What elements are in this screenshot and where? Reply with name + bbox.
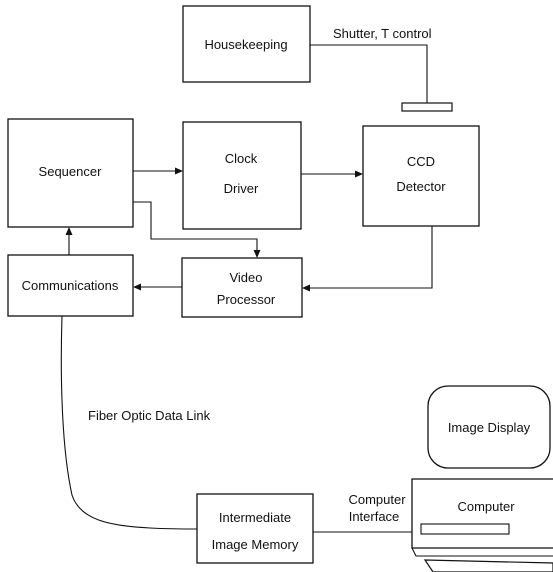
keyboard <box>423 559 553 572</box>
fiber-link-label: Fiber Optic Data Link <box>88 408 211 423</box>
arrow-sequencer-to-clock <box>133 167 183 175</box>
shutter-element <box>401 102 453 112</box>
computer-interface-label-line2: Interface <box>349 509 400 524</box>
intermediate-memory-label-line1: Intermediate <box>219 510 291 525</box>
ccd-detector-block: CCD Detector <box>362 125 480 227</box>
shutter-control-label: Shutter, T control <box>333 26 432 41</box>
fiber-optic-cable <box>60 315 198 530</box>
ccd-detector-box <box>362 125 480 227</box>
computer-unit: Computer <box>411 478 553 572</box>
clock-driver-block: Clock Driver <box>182 121 302 230</box>
clock-driver-box <box>182 121 302 230</box>
image-display-label: Image Display <box>448 420 531 435</box>
sequencer-block: Sequencer <box>7 118 134 228</box>
video-processor-box <box>181 257 303 318</box>
shutter-control-line <box>310 44 428 103</box>
communications-label: Communications <box>22 278 119 293</box>
housekeeping-block: Housekeeping <box>182 5 311 83</box>
image-display-monitor: Image Display <box>427 385 551 469</box>
arrow-ccd-to-video <box>302 226 433 292</box>
computer-label: Computer <box>457 499 515 514</box>
arrow-clock-to-ccd <box>301 170 363 178</box>
intermediate-memory-label-line2: Image Memory <box>212 537 299 552</box>
intermediate-memory-box <box>196 493 314 564</box>
video-processor-label-line1: Video <box>229 270 262 285</box>
video-processor-label-line2: Processor <box>217 292 276 307</box>
sequencer-label: Sequencer <box>39 164 103 179</box>
intermediate-memory-block: Intermediate Image Memory <box>196 493 314 564</box>
arrow-sequencer-to-video <box>133 201 261 258</box>
housekeeping-box <box>182 5 311 83</box>
clock-driver-label-line2: Driver <box>224 181 259 196</box>
video-processor-block: Video Processor <box>181 257 303 318</box>
image-display-screen <box>427 385 551 469</box>
computer-base <box>411 547 553 557</box>
ccd-detector-label-line1: CCD <box>407 154 435 169</box>
communications-block: Communications <box>7 254 134 317</box>
ccd-detector-label-line2: Detector <box>396 179 446 194</box>
disk-slot <box>420 523 510 535</box>
clock-driver-label-line1: Clock <box>225 151 258 166</box>
arrow-video-to-communications <box>133 283 182 291</box>
sequencer-box <box>7 118 134 228</box>
computer-interface-label-line1: Computer <box>348 492 406 507</box>
arrow-communications-to-sequencer <box>65 227 73 255</box>
communications-box <box>7 254 134 317</box>
housekeeping-label: Housekeeping <box>204 37 287 52</box>
